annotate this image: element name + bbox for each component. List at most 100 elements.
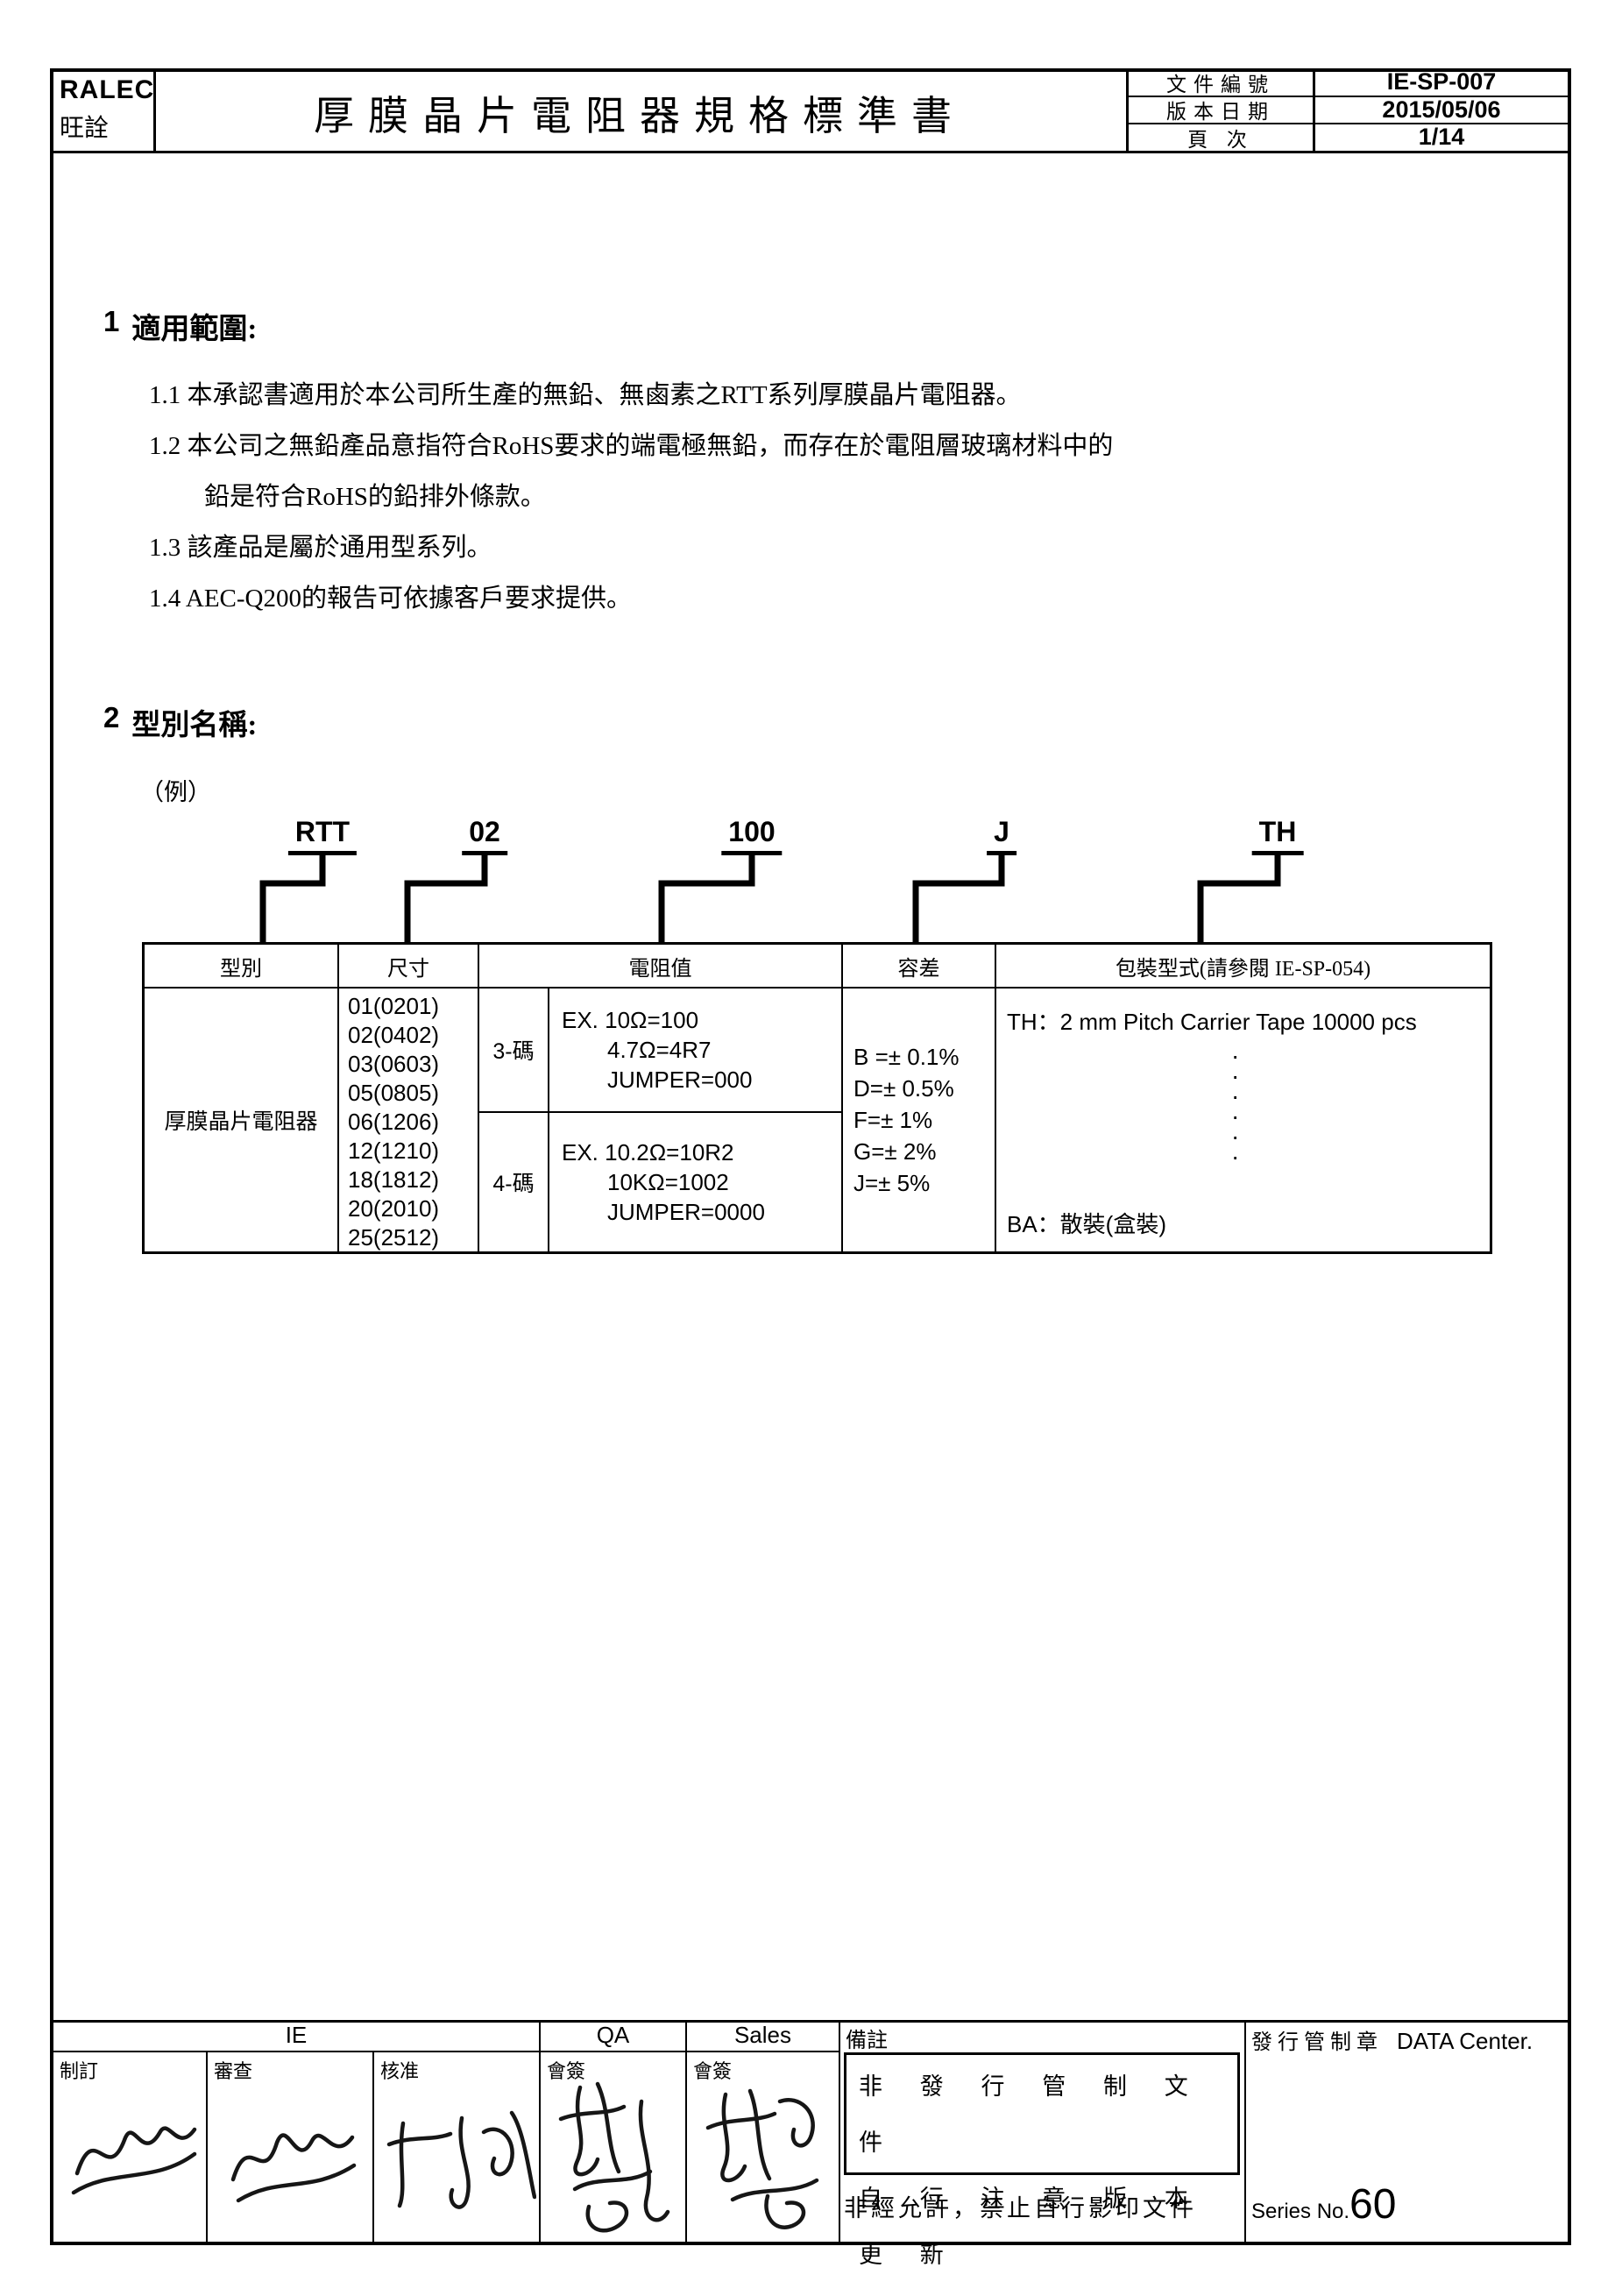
page-number-label: 頁 次	[1187, 128, 1254, 151]
note-box: 非 發 行 管 制 文 件 自 行 注 意 版 本 更 新	[844, 2052, 1240, 2268]
dept-qa: QA	[596, 2022, 630, 2048]
header-bottom-line	[53, 151, 1568, 153]
example-label: （例）	[140, 779, 211, 805]
size-item: 05(0805)	[348, 1080, 440, 1106]
size-item: 25(2512)	[348, 1224, 440, 1251]
part-code-series: RTT	[287, 816, 358, 855]
model-heading-title: 型別名稱:	[131, 710, 258, 741]
part-code-tolerance: J	[987, 816, 1016, 855]
scope-line-1-1: 1.1 本承認書適用於本公司所生產的無鉛、無鹵素之RTT系列厚膜晶片電阻器。	[149, 381, 1022, 409]
header-divider	[153, 72, 156, 151]
res-3digit-label: 3-碼	[478, 987, 548, 1111]
role-drafted: 制訂	[60, 2060, 99, 2082]
res-example-line: EX. 10Ω=100	[562, 1007, 699, 1033]
note-bottom-line: 非經允許，禁止自行影印文件	[844, 2195, 1197, 2222]
header-row-line	[1126, 96, 1568, 97]
dept-sales: Sales	[733, 2022, 792, 2048]
series-label: Series No.	[1251, 2200, 1350, 2223]
footer-top-line	[53, 2020, 1568, 2023]
packaging-cell: TH：2 mm Pitch Carrier Tape 10000 pcs · ·…	[995, 987, 1490, 1251]
res-example-line: JUMPER=0000	[607, 1199, 765, 1225]
header-row-line	[1126, 123, 1568, 124]
size-item: 03(0603)	[348, 1051, 440, 1077]
page-number-value: 1/14	[1418, 124, 1465, 150]
tolerance-item: J=± 5%	[853, 1170, 931, 1196]
document-title: 厚膜晶片電阻器規格標準書	[314, 94, 966, 138]
type-value: 厚膜晶片電阻器	[145, 987, 337, 1251]
role-reviewed: 審查	[214, 2060, 253, 2082]
series-value: 60	[1349, 2181, 1397, 2228]
dot: ·	[1231, 1042, 1240, 1069]
scope-heading-title: 適用範圍:	[131, 314, 258, 345]
col-header-size: 尺寸	[337, 945, 478, 987]
signature-countersign-qa	[545, 2068, 681, 2243]
doc-number-value: IE-SP-007	[1386, 68, 1497, 95]
scope-text-block: 1.1 本承認書適用於本公司所生產的無鉛、無鹵素之RTT系列厚膜晶片電阻器。 1…	[149, 370, 1463, 624]
note-box-line2: 自 行 注 意 版 本 更 新	[859, 2186, 1204, 2268]
signature-drafted	[61, 2094, 202, 2230]
size-item: 06(1206)	[348, 1109, 440, 1135]
tolerance-list: B =± 0.1% D=± 0.5% F=± 1% G=± 2% J=± 5%	[841, 987, 995, 1251]
res-4digit-label: 4-碼	[478, 1111, 548, 1251]
dept-ie: IE	[285, 2022, 308, 2048]
footer-divider	[839, 2020, 840, 2242]
model-heading: 2 型別名稱:	[103, 701, 257, 743]
res-4digit-examples: EX. 10.2Ω=10R2 10KΩ=1002 JUMPER=0000	[548, 1111, 841, 1251]
size-item: 12(1210)	[348, 1137, 440, 1164]
signature-approved	[379, 2090, 537, 2235]
size-item: 02(0402)	[348, 1022, 440, 1048]
stamp-row: 發行管制章 DATA Center.	[1251, 2024, 1533, 2055]
packaging-ba: BA：散裝(盒裝)	[1007, 1211, 1167, 1237]
role-approved: 核准	[380, 2060, 420, 2082]
version-date-label: 版本日期	[1166, 101, 1275, 123]
res-example-line: EX. 10.2Ω=10R2	[562, 1139, 734, 1166]
size-item: 20(2010)	[348, 1195, 440, 1222]
col-header-packaging: 包裝型式(請參閱 IE-SP-054)	[995, 945, 1490, 987]
scope-heading: 1 適用範圍:	[103, 305, 257, 347]
footer-divider	[372, 2051, 374, 2242]
footer-divider	[539, 2020, 541, 2242]
col-header-type: 型別	[220, 957, 262, 981]
header-divider	[1313, 72, 1315, 151]
part-code-connector-lines	[259, 854, 1281, 945]
header-divider	[1126, 72, 1129, 151]
dot: ·	[1231, 1062, 1240, 1089]
doc-number-label: 文件編號	[1166, 73, 1275, 96]
col-header-tolerance: 容差	[841, 945, 995, 987]
signature-reviewed	[219, 2099, 359, 2235]
page-frame	[50, 68, 1571, 2245]
dot: ·	[1231, 1082, 1240, 1109]
part-code-size: 02	[462, 816, 507, 855]
footer-row-line	[53, 2051, 839, 2052]
res-example-line: JUMPER=000	[607, 1067, 753, 1093]
version-date-value: 2015/05/06	[1382, 96, 1501, 123]
tolerance-item: D=± 0.5%	[853, 1075, 954, 1102]
part-code-packaging: TH	[1251, 816, 1304, 855]
size-item: 18(1812)	[348, 1166, 440, 1193]
part-number-table: 型別 尺寸 電阻值 容差 包裝型式(請參閱 IE-SP-054) 厚膜晶片電阻器…	[142, 942, 1492, 1254]
tolerance-item: B =± 0.1%	[853, 1044, 960, 1070]
stamp-value: DATA Center.	[1397, 2028, 1533, 2054]
dot: ·	[1231, 1102, 1240, 1130]
role-countersign-qa: 會簽	[547, 2060, 586, 2082]
dot: ·	[1231, 1143, 1240, 1170]
note-box-line1: 非 發 行 管 制 文 件	[859, 2073, 1204, 2156]
scope-line-1-2: 1.2 本公司之無鉛產品意指符合RoHS要求的端電極無鉛，而存在於電阻層玻璃材料…	[149, 432, 1114, 460]
scope-line-1-4: 1.4 AEC-Q200的報告可依據客戶要求提供。	[149, 585, 633, 613]
company-name-cn: 旺詮	[60, 115, 110, 142]
packaging-ellipsis: · · · · · ·	[1231, 1042, 1490, 1170]
part-code-resistance: 100	[721, 816, 783, 855]
role-countersign-sales: 會簽	[693, 2060, 733, 2082]
res-example-line: 10KΩ=1002	[607, 1169, 729, 1195]
size-list: 01(0201) 02(0402) 03(0603) 05(0805) 06(1…	[337, 987, 478, 1251]
dot: ·	[1231, 1123, 1240, 1150]
size-item: 01(0201)	[348, 993, 440, 1019]
series-number: Series No. 60	[1251, 2184, 1396, 2226]
footer-divider	[1244, 2020, 1246, 2242]
note-label: 備註	[846, 2030, 888, 2052]
scope-line-1-2-cont: 鉛是符合RoHS的鉛排外條款。	[204, 483, 546, 511]
footer-divider	[685, 2020, 687, 2242]
footer-divider	[206, 2051, 208, 2242]
scope-heading-number: 1	[103, 305, 120, 337]
